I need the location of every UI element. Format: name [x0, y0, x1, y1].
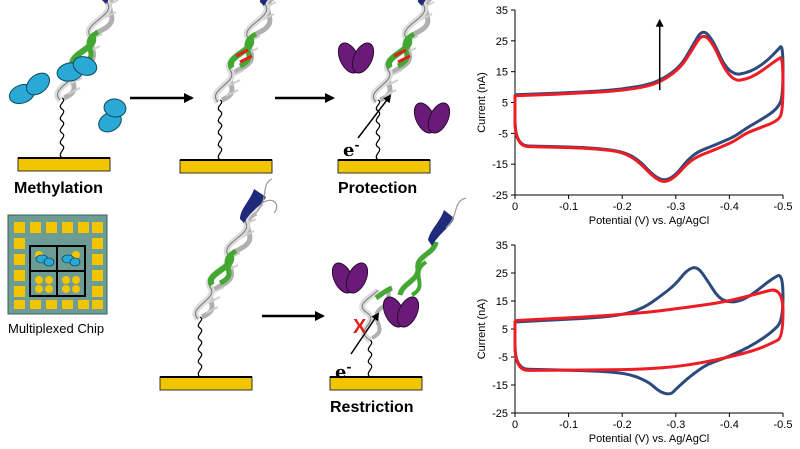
teal-protein-icon: [56, 56, 98, 82]
x-tick-label: -0.3: [666, 201, 685, 213]
cv-chart-bottom: 35 25 15 5 -5 -15 -25 0 -0.1 -0.2 -0.3 -0.4 -0.5Pote…: [476, 240, 792, 445]
protection-panel: e- Protection: [333, 0, 455, 197]
restriction-label: Restriction: [330, 399, 414, 416]
electron-label: e-: [335, 360, 351, 383]
y-tick-label: 25: [496, 268, 508, 280]
purple-protein-icon: [333, 39, 379, 77]
x-tick-label: -0.2: [613, 201, 632, 213]
x-axis-title: Potential (V) vs. Ag/AgCl: [589, 433, 709, 445]
unmethylated-dna-panel: [159, 179, 277, 391]
x-tick-label: -0.5: [774, 201, 793, 213]
x-axis-title: Potential (V) vs. Ag/AgCl: [589, 215, 709, 227]
methylation-label: Methylation: [14, 180, 103, 197]
protection-label: Protection: [338, 180, 417, 197]
y-tick-label: -15: [492, 159, 508, 171]
cv-series-line: [513, 30, 785, 182]
x-tick-label: -0.1: [559, 201, 578, 213]
teal-protein-icon: [8, 72, 51, 105]
x-tick-label: -0.1: [559, 419, 578, 431]
cv-series-line: [513, 34, 785, 183]
dna-helix: [373, 0, 454, 160]
x-tick-label: -0.3: [666, 419, 685, 431]
y-tick-label: 5: [502, 324, 508, 336]
electron-label: e-: [343, 138, 359, 161]
y-tick-label: 35: [496, 5, 508, 17]
gold-electrode: [179, 159, 273, 174]
teal-protein-icon: [98, 98, 127, 133]
x-tick-label: 0: [512, 419, 518, 431]
y-tick-label: -25: [492, 408, 508, 420]
methyl-mark-icon: [235, 48, 253, 64]
y-tick-label: -25: [492, 190, 508, 202]
x-tick-label: -0.4: [720, 201, 739, 213]
restriction-panel: X e- Restriction: [327, 197, 467, 416]
cv-series-line: [513, 266, 785, 396]
y-tick-label: 25: [496, 36, 508, 48]
y-tick-label: 15: [496, 296, 508, 308]
gold-electrode: [17, 157, 111, 172]
y-tick-label: 5: [502, 98, 508, 110]
electron-transfer-arrow: [357, 94, 392, 139]
y-tick-label: 15: [496, 67, 508, 79]
y-axis-title: Current (nA): [476, 72, 488, 133]
cv-chart-top: 35 25 15 5 -5 -15 -25 0 -0.1 -0.2 -0.3 -0.4 -0.5Pote…: [476, 5, 792, 227]
methylated-dna-panel: [179, 0, 297, 174]
teal-protein-icon: [35, 254, 55, 267]
y-tick-label: 35: [496, 240, 508, 252]
dna-helix: [215, 0, 296, 160]
cv-series-line: [513, 288, 785, 372]
methyl-mark-icon: [393, 48, 411, 64]
methylation-panel: Methylation: [8, 0, 139, 197]
x-tick-label: -0.5: [774, 419, 793, 431]
teal-protein-icon: [61, 254, 81, 267]
y-tick-label: -5: [498, 352, 508, 364]
purple-protein-icon: [409, 99, 455, 137]
y-tick-label: -15: [492, 380, 508, 392]
gold-electrode: [337, 159, 431, 174]
dna-helix: [195, 179, 276, 377]
x-tick-label: 0: [512, 201, 518, 213]
electron-transfer-arrow: [350, 312, 380, 355]
purple-protein-icon: [378, 293, 424, 331]
gold-electrode: [159, 376, 253, 391]
y-axis-title: Current (nA): [476, 299, 488, 360]
x-tick-label: -0.2: [613, 419, 632, 431]
blocked-transfer-icon: X: [353, 316, 367, 338]
multiplexed-chip: Multiplexed Chip: [7, 214, 108, 336]
y-tick-label: -5: [498, 128, 508, 140]
purple-protein-icon: [327, 259, 373, 297]
x-tick-label: -0.4: [720, 419, 739, 431]
multiplexed-chip-label: Multiplexed Chip: [8, 321, 104, 336]
